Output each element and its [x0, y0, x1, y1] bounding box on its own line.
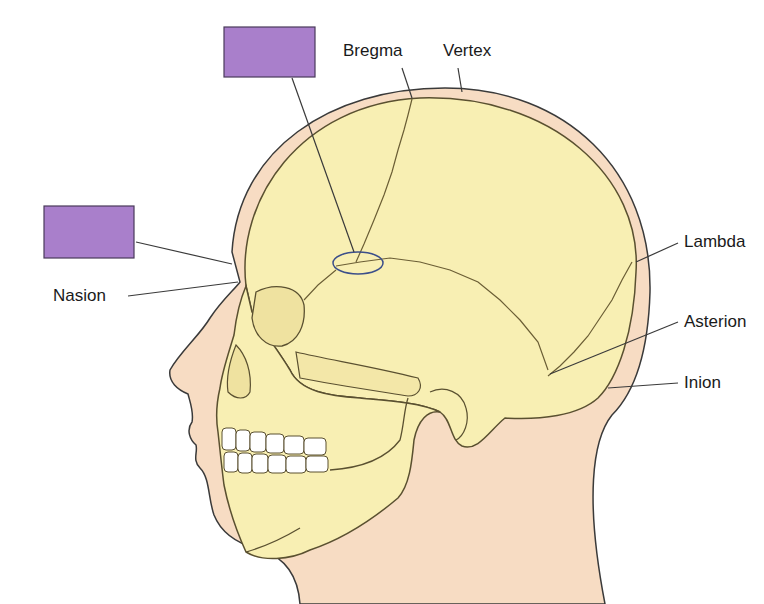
mastoid-process [430, 389, 467, 440]
anatomical-label: Asterion [683, 312, 747, 332]
anatomical-label: Lambda [683, 232, 746, 252]
orbit [252, 287, 304, 347]
anatomical-label: Nasion [52, 286, 107, 306]
answer-box [44, 206, 134, 258]
facial-bones [217, 286, 440, 559]
zygomatic-arch [296, 352, 420, 396]
anatomical-label: Inion [683, 373, 722, 393]
answer-box [224, 27, 315, 77]
coronal-suture [356, 99, 412, 262]
leader-lines [128, 68, 678, 388]
frontal-zygomatic-suture [304, 270, 336, 300]
nasal-aperture [227, 345, 250, 398]
head-outline [170, 88, 650, 604]
anatomical-label: Bregma [342, 41, 404, 61]
lambdoid-suture [548, 262, 632, 376]
anatomical-label: Vertex [442, 41, 492, 61]
teeth [222, 428, 328, 473]
mandible [246, 398, 408, 552]
squamosal-suture [336, 258, 548, 370]
pterion-marker [333, 252, 383, 274]
